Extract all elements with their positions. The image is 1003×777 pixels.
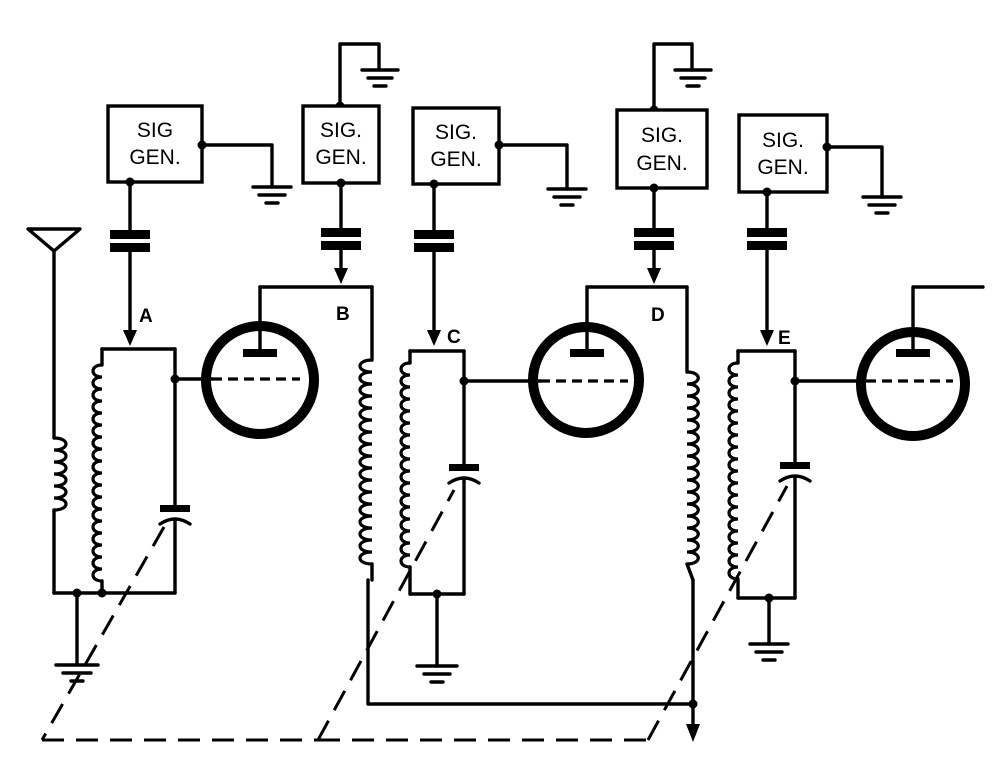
rf-secondary-coil <box>91 347 177 595</box>
if-tube <box>856 285 985 441</box>
osc-secondary-coil <box>727 349 797 600</box>
antenna <box>26 227 82 440</box>
generator-label: GEN. <box>430 148 481 171</box>
generator-label: GEN. <box>315 146 366 169</box>
rf-tube <box>201 285 319 439</box>
generator-label: SIG. <box>641 124 683 147</box>
mixer-secondary-coil <box>399 349 466 596</box>
if-primary-coil <box>685 285 700 742</box>
signal-generator-d: SIG. GEN. <box>615 42 713 284</box>
osc-tuning-capacitor <box>778 349 812 600</box>
junction-dot <box>688 699 698 709</box>
generator-label: SIG. <box>320 119 362 142</box>
test-point-label-a: A <box>139 306 153 327</box>
ground-symbol <box>415 592 459 684</box>
signal-generator-a: SIG GEN. <box>106 104 293 346</box>
mixer-tube <box>528 285 644 438</box>
signal-generator-b: SIG. GEN. <box>301 42 400 284</box>
generator-label: GEN. <box>129 146 180 169</box>
test-point-label-c: C <box>447 327 461 348</box>
ground-symbol <box>54 591 100 683</box>
test-point-label-d: D <box>651 305 665 326</box>
antenna-coil <box>52 436 68 595</box>
test-point-label-e: E <box>778 328 791 349</box>
generator-label: SIG. <box>435 121 477 144</box>
signal-generator-e: SIG. GEN. <box>737 113 903 346</box>
rf-tuning-capacitor <box>158 347 192 595</box>
signal-generator-c: SIG. GEN. <box>411 106 588 346</box>
generator-label: SIG. <box>762 129 804 152</box>
generator-label: GEN. <box>757 156 808 179</box>
mixer-primary-coil <box>358 285 695 706</box>
ground-symbol <box>748 596 790 662</box>
generator-label: GEN. <box>636 152 687 175</box>
generator-label: SIG <box>137 119 173 142</box>
ganged-tuning-linkage <box>40 485 789 742</box>
test-point-label-b: B <box>336 304 350 325</box>
mixer-tuning-capacitor <box>447 349 481 596</box>
